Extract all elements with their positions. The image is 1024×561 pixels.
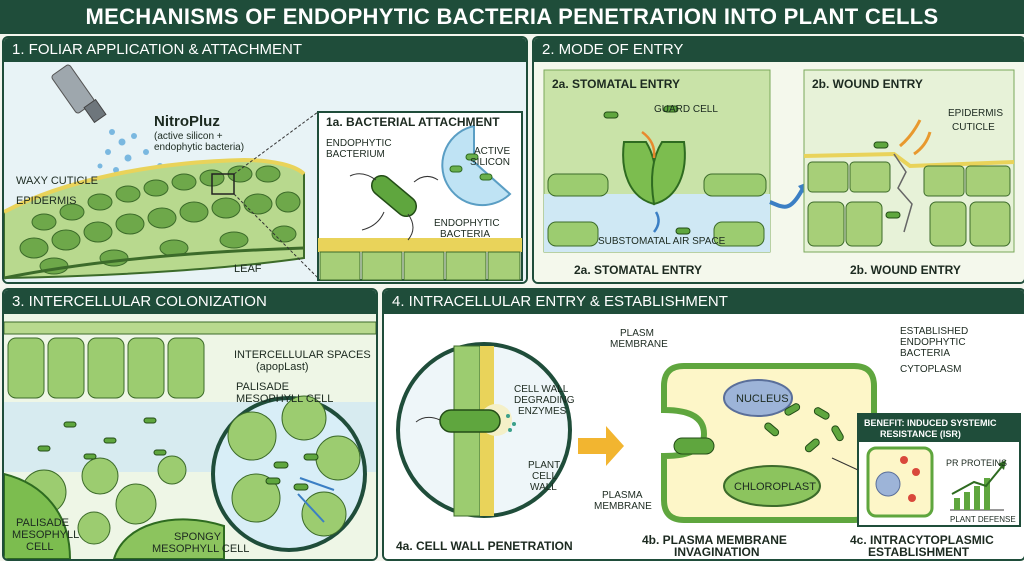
label-established-line3: BACTERIA <box>900 348 950 359</box>
panel-intracellular-entry: 4. INTRACELLULAR ENTRY & ESTABLISHMENT <box>382 288 1024 561</box>
label-leaf: LEAF <box>234 263 262 275</box>
panel-foliar-application: 1. FOLIAR APPLICATION & ATTACHMENT <box>2 36 528 284</box>
label-enzymes-line1: CELL WALL <box>514 384 569 395</box>
label-enzymes-line3: ENZYMES <box>518 406 567 417</box>
panel3-illustration: INTERCELLULAR SPACES (apopLast) PALISADE… <box>4 314 376 559</box>
label-palisade2-line3: CELL <box>26 541 54 553</box>
product-desc-line2: endophytic bacteria) <box>154 142 244 153</box>
label-established-line2: ENDOPHYTIC <box>900 337 966 348</box>
wound-caption: 2b. WOUND ENTRY <box>850 263 961 277</box>
inset-bacteria-line1: ENDOPHYTIC <box>434 218 500 229</box>
panel4-header: 4. INTRACELLULAR ENTRY & ESTABLISHMENT <box>384 290 1024 314</box>
label-palisade-line1: PALISADE <box>236 381 289 393</box>
panel-mode-of-entry: 2. MODE OF ENTRY <box>532 36 1024 284</box>
panel-intercellular-colonization: 3. INTERCELLULAR COLONIZATION <box>2 288 378 561</box>
plasma-membrane-cell <box>661 363 877 523</box>
panel1-illustration: NitroPluz (active silicon + endophytic b… <box>4 62 526 282</box>
zoom-box <box>211 173 235 195</box>
diagram-title: MECHANISMS OF ENDOPHYTIC BACTERIA PENETR… <box>0 0 1024 34</box>
sprayer-nozzle-icon <box>51 64 107 124</box>
palisade-cells <box>7 337 205 399</box>
cell-wall-penetration-illustration <box>396 342 572 518</box>
benefit-line2: RESISTANCE (ISR) <box>880 429 961 439</box>
stomatal-entry-illustration <box>543 69 771 253</box>
inset-bacterium-line2: BACTERIUM <box>326 149 385 160</box>
product-desc-line1: (active silicon + <box>154 131 223 142</box>
label-palisade2-line2: MESOPHYLL <box>12 529 79 541</box>
panel2-header: 2. MODE OF ENTRY <box>534 38 1024 62</box>
panel1-header: 1. FOLIAR APPLICATION & ATTACHMENT <box>4 38 526 62</box>
label-spongy-line2: MESOPHYLL CELL <box>152 543 249 555</box>
panel2-illustration: 2a. STOMATAL ENTRY GUARD CELL SUBSTOMATA… <box>534 62 1024 282</box>
wound-title: 2b. WOUND ENTRY <box>812 77 923 91</box>
inset-silicon-line2: SILICON <box>470 157 510 168</box>
label-spongy-line1: SPONGY <box>174 531 222 543</box>
inset-bacterial-attachment: 1a. BACTERIAL ATTACHMENT ENDOPHYTIC BACT… <box>317 111 523 281</box>
panel4-illustration: CELL WALL DEGRADING ENZYMES PLANT CELL W… <box>384 314 1024 559</box>
label-established-line1: ESTABLISHED <box>900 326 968 337</box>
stomatal-title: 2a. STOMATAL ENTRY <box>552 77 680 91</box>
label-substomatal: SUBSTOMATAL AIR SPACE <box>598 236 726 247</box>
leaf-cross-section <box>4 157 306 280</box>
label-wound-epidermis: EPIDERMIS <box>948 108 1003 119</box>
label-enzymes-line2: DEGRADING <box>514 395 575 406</box>
inset-bacterium-line1: ENDOPHYTIC <box>326 138 392 149</box>
caption-4c-line2: ESTABLISHMENT <box>868 545 970 559</box>
wound-entry-illustration <box>803 69 1015 253</box>
label-waxy-cuticle: WAXY CUTICLE <box>16 175 98 187</box>
caption-4b-line1: 4b. PLASMA MEMBRANE <box>642 533 787 547</box>
inset-1a-title: 1a. BACTERIAL ATTACHMENT <box>326 115 500 129</box>
label-cytoplasm: CYTOPLASM <box>900 364 962 375</box>
label-wall-line3: WALL <box>530 482 557 493</box>
inset-silicon-line1: ACTIVE <box>474 146 510 157</box>
label-palisade2-line1: PALISADE <box>16 517 69 529</box>
label-guard-cell: GUARD CELL <box>654 104 718 115</box>
label-plasma-line2: MEMBRANE <box>594 501 652 512</box>
inset-bacteria-line2: BACTERIA <box>440 229 490 240</box>
label-palisade-line2: MESOPHYLL CELL <box>236 393 333 405</box>
plant-defense-chart-icon <box>950 460 1006 511</box>
product-name: NitroPluz <box>154 113 220 130</box>
stomatal-caption: 2a. STOMATAL ENTRY <box>574 263 702 277</box>
label-plasma-line1: PLASMA <box>602 490 643 501</box>
label-wall-line2: CELL <box>532 471 557 482</box>
label-cuticle: CUTICLE <box>952 122 995 133</box>
caption-4a: 4a. CELL WALL PENETRATION <box>396 539 573 553</box>
label-chloroplast: CHLOROPLAST <box>734 481 816 493</box>
label-plant-defense: PLANT DEFENSE <box>950 515 1016 524</box>
benefit-isr-box <box>857 413 1021 527</box>
caption-4b-line2: INVAGINATION <box>674 545 760 559</box>
label-spaces-line2: (apopLast) <box>256 361 309 373</box>
label-plasm-line2: MEMBRANE <box>610 339 668 350</box>
panel3-header: 3. INTERCELLULAR COLONIZATION <box>4 290 376 314</box>
label-wall-line1: PLANT <box>528 460 560 471</box>
caption-4c-line1: 4c. INTRACYTOPLASMIC <box>850 533 994 547</box>
label-nucleus: NUCLEUS <box>736 393 789 405</box>
benefit-line1: BENEFIT: INDUCED SYSTEMIC <box>864 418 997 428</box>
label-plasm-line1: PLASM <box>620 328 654 339</box>
label-spaces-line1: INTERCELLULAR SPACES <box>234 349 371 361</box>
bacterium-icon <box>349 173 439 241</box>
label-epidermis: EPIDERMIS <box>16 195 77 207</box>
magnifier-inset <box>211 395 367 552</box>
label-pr-proteins: PR PROTEINS <box>946 458 1007 468</box>
